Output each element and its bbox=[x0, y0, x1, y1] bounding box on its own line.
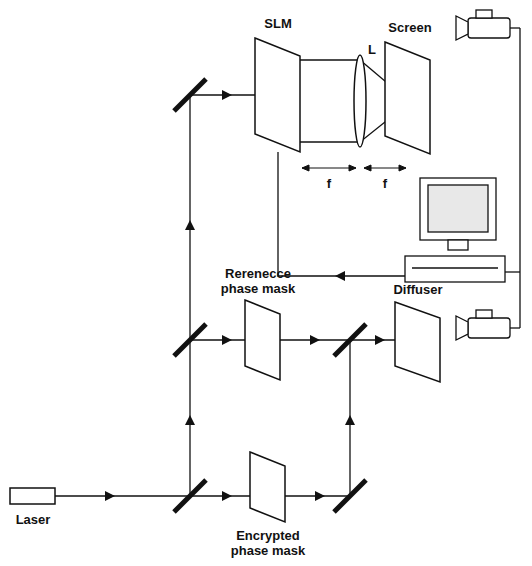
beam-arrowheads bbox=[105, 90, 385, 501]
part-label: Diffuser bbox=[383, 282, 453, 297]
beam-paths bbox=[55, 60, 405, 496]
part-label: Screen bbox=[380, 20, 440, 35]
part-label: Encrypted phase mask bbox=[223, 528, 313, 558]
mirrors bbox=[174, 79, 366, 512]
part-label: L bbox=[362, 42, 382, 57]
lens bbox=[354, 55, 366, 147]
dimension-label: f bbox=[319, 176, 339, 191]
part-label: Rerenecce phase mask bbox=[213, 266, 303, 296]
camera-top bbox=[456, 10, 510, 40]
wire-arrowhead bbox=[335, 271, 345, 281]
part-label: SLM bbox=[253, 16, 303, 31]
laser-box bbox=[10, 488, 55, 504]
part-label: Laser bbox=[3, 512, 63, 527]
signal-wires bbox=[278, 28, 520, 328]
camera-bottom bbox=[456, 310, 510, 340]
focal-length-arrows bbox=[302, 165, 406, 171]
computer bbox=[405, 178, 505, 282]
dimension-label: f bbox=[375, 176, 395, 191]
